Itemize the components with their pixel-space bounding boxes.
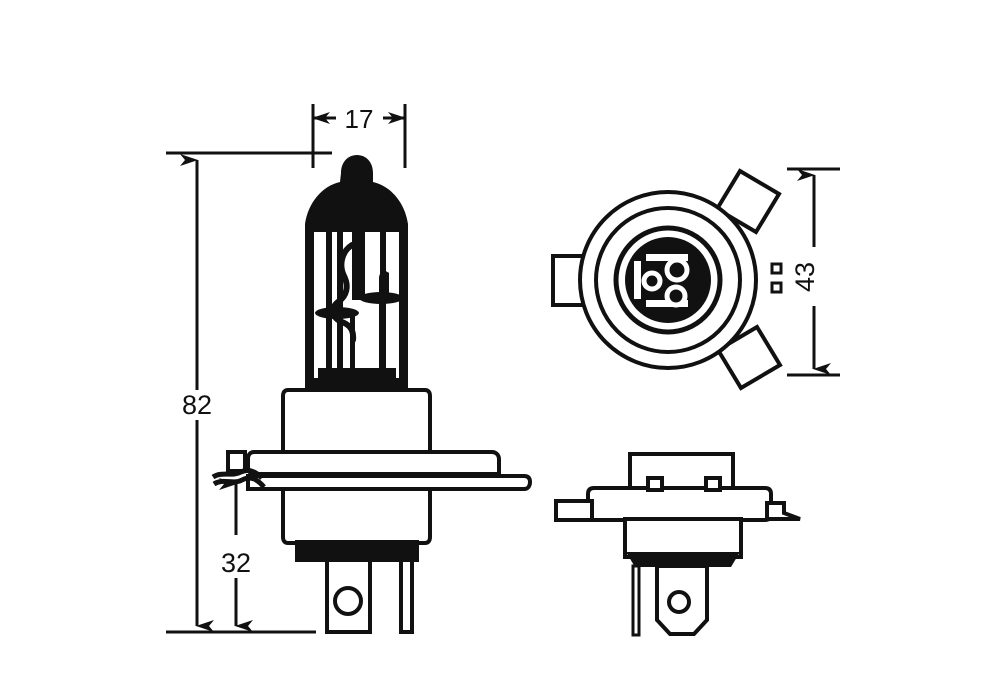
filament-assembly bbox=[315, 232, 403, 372]
filament-coil-lead bbox=[330, 242, 357, 343]
index-square-upper bbox=[770, 262, 783, 275]
dimension-label-43: 43 bbox=[790, 262, 820, 292]
side-tab-square-left bbox=[646, 476, 664, 492]
glass-wall-right bbox=[399, 230, 408, 382]
side-flange-slab bbox=[586, 486, 773, 522]
terminal-blade-hole bbox=[333, 586, 363, 616]
side-flange-tab-right bbox=[765, 501, 801, 521]
terminal-blade-group bbox=[325, 558, 414, 634]
dimension-label-82: 82 bbox=[182, 390, 212, 420]
base-locating-tabs bbox=[551, 168, 783, 391]
side-terminal-blade-hole bbox=[667, 590, 691, 614]
base-insulator-block bbox=[295, 540, 419, 562]
dimension-flange-to-pin: 32 bbox=[219, 478, 253, 632]
metal-base bbox=[246, 388, 533, 562]
contact-bar-top bbox=[646, 254, 688, 261]
support-post-1 bbox=[326, 232, 332, 372]
index-square-lower bbox=[770, 281, 783, 294]
filament-disc-left bbox=[315, 307, 359, 319]
dimension-overall-height: 82 bbox=[180, 154, 214, 632]
contact-bar-left bbox=[634, 261, 641, 299]
filament-stem-left bbox=[350, 313, 355, 371]
dimension-glass-width: 17 bbox=[311, 104, 407, 168]
contact-bar-bottom bbox=[646, 300, 688, 307]
side-flange-lip-left bbox=[554, 499, 594, 522]
filament-shield bbox=[352, 232, 365, 300]
side-tab-square-right bbox=[704, 476, 722, 492]
dimension-label-17: 17 bbox=[345, 104, 374, 134]
dimension-base-diameter: 43 bbox=[787, 167, 840, 377]
side-insulator-block bbox=[626, 552, 740, 567]
base-lower-skirt bbox=[281, 487, 432, 545]
base-upper-skirt bbox=[281, 388, 432, 454]
base-index-marks bbox=[770, 262, 783, 294]
side-elevation-view bbox=[554, 452, 801, 637]
base-contacts bbox=[634, 254, 690, 308]
base-flange-lip bbox=[246, 474, 533, 491]
base-flange-ring bbox=[246, 450, 501, 476]
contact-hole-middle-left bbox=[641, 270, 663, 292]
contact-hole-upper-right bbox=[664, 257, 690, 283]
tab-wave-upper bbox=[211, 467, 264, 480]
terminal-blade bbox=[325, 558, 372, 634]
bulb-dome-black-cap bbox=[305, 155, 408, 232]
front-elevation-view: 82 32 17 bbox=[166, 104, 533, 634]
base-plan-view: 43 bbox=[551, 167, 840, 391]
glass-seal-shelf bbox=[305, 378, 408, 390]
side-lower-skirt bbox=[623, 517, 743, 559]
glass-envelope bbox=[305, 155, 408, 390]
dimension-label-32: 32 bbox=[221, 548, 251, 578]
locating-tab-upper-right bbox=[714, 168, 782, 235]
glass-wall-left bbox=[305, 230, 314, 382]
filament-loop-right bbox=[379, 271, 389, 296]
side-terminal-wire bbox=[631, 564, 641, 637]
contact-hole-lower-center bbox=[664, 284, 688, 308]
tab-square bbox=[226, 450, 247, 473]
filament-stem-right bbox=[379, 298, 384, 370]
terminal-pin-right bbox=[399, 558, 414, 634]
